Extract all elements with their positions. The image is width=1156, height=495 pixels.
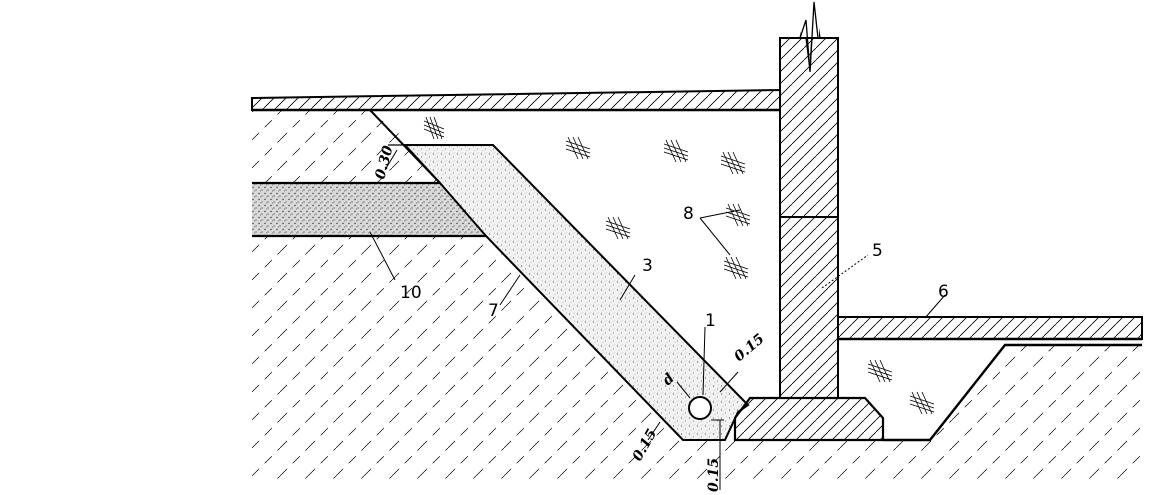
sand-layer-10: [252, 183, 486, 236]
label-sand-layer: 10: [400, 283, 422, 303]
ground-slab-top: [251, 88, 781, 111]
label-wall: 5: [872, 241, 883, 261]
dim-pipe-clearance: 0.15: [706, 458, 722, 492]
trench-bottom-line: [883, 343, 1142, 442]
label-backfill: 8: [683, 204, 694, 224]
label-floor: 6: [938, 282, 949, 302]
drain-pipe-1: [688, 396, 712, 420]
label-filter: 3: [642, 256, 653, 276]
label-pipe: 1: [705, 311, 716, 331]
backfill-cross-marks: [423, 116, 935, 415]
label-natural-soil: 7: [488, 301, 499, 321]
footing: [733, 396, 885, 442]
floor-slab-6: [837, 316, 1143, 340]
natural-soil-right: [735, 345, 1142, 484]
